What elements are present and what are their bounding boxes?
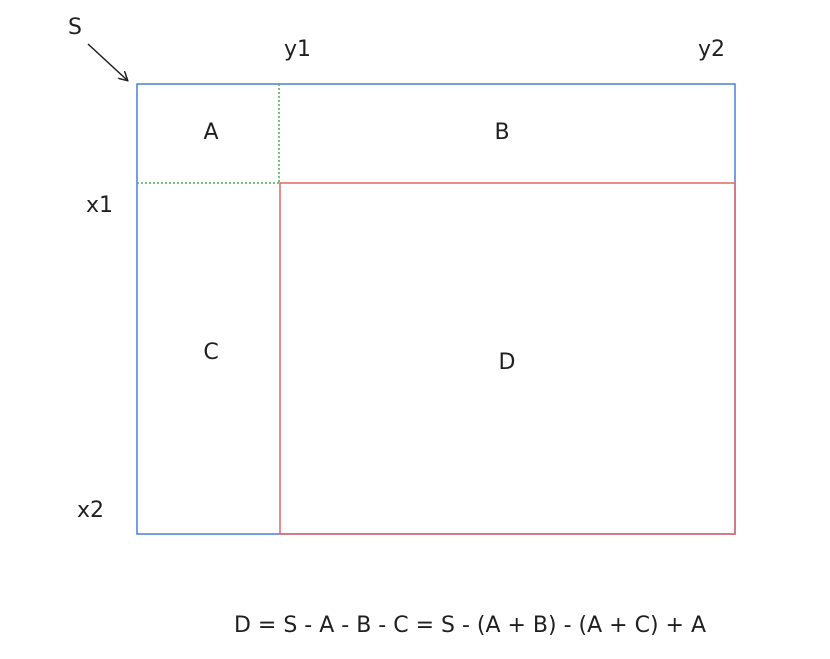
- inner-rectangle-d: [279, 182, 736, 535]
- formula-text: D = S - A - B - C = S - (A + B) - (A + C…: [234, 613, 706, 638]
- label-s: S: [68, 15, 82, 40]
- region-a-label: A: [203, 120, 218, 145]
- region-d-label: D: [499, 350, 516, 375]
- region-c-label: C: [203, 340, 218, 365]
- label-x1: x1: [86, 193, 113, 218]
- label-x2: x2: [77, 498, 104, 523]
- outer-rectangle-s: [136, 83, 736, 535]
- label-y2: y2: [698, 37, 725, 62]
- s-pointer-arrow: [87, 43, 127, 80]
- region-b-label: B: [494, 120, 509, 145]
- label-y1: y1: [284, 37, 311, 62]
